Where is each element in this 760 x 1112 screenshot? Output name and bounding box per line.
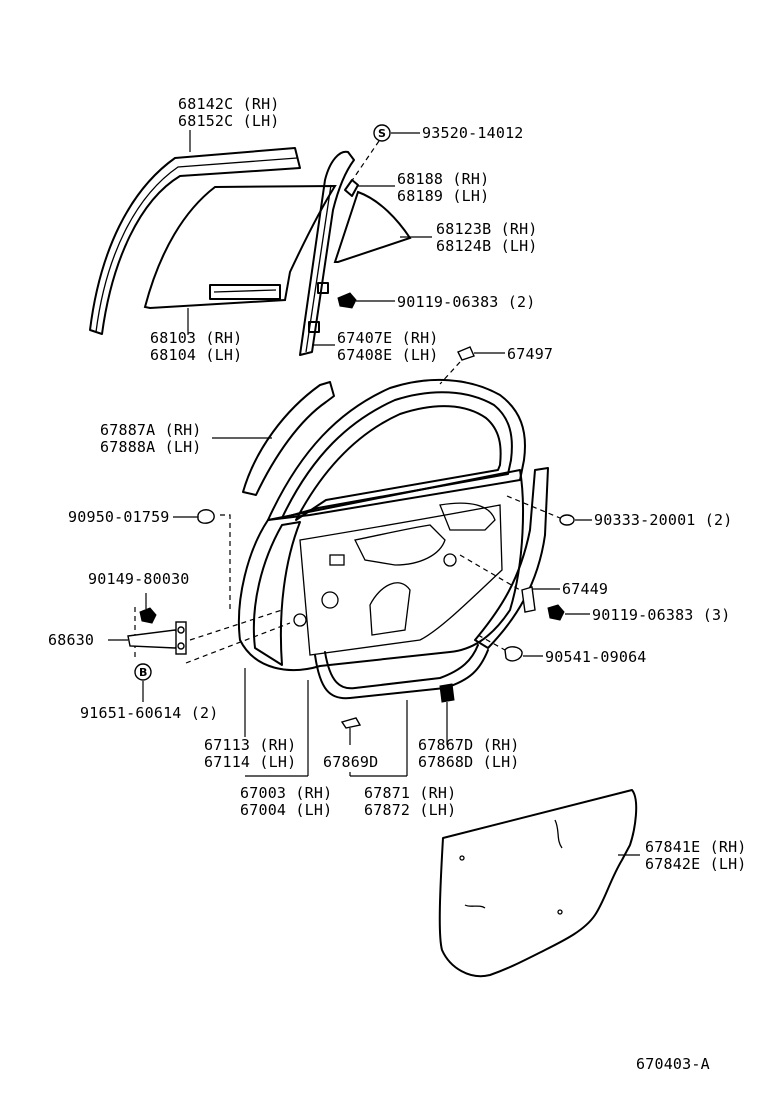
- label-door-assy-rh: 67003 (RH): [240, 784, 333, 802]
- label-channel-rh: 68188 (RH): [397, 170, 490, 188]
- label-weatherstrip-d-rh: 67867D (RH): [418, 736, 520, 754]
- diagram-reference-code: 670403-A: [636, 1055, 710, 1073]
- door-frame: [267, 379, 526, 521]
- plug-90333: [559, 514, 575, 526]
- door-inner-panel: [237, 469, 524, 672]
- weatherstrip-lower: [314, 649, 489, 700]
- svg-text:B: B: [139, 666, 147, 679]
- glass-run-channel: [89, 147, 301, 335]
- label-quarter-glass-rh: 68123B (RH): [436, 220, 538, 238]
- service-hole-cover: [438, 789, 638, 978]
- channel-68188: [344, 179, 359, 197]
- glass-channel-bracket: [209, 284, 281, 300]
- label-plug-90950: 90950-01759: [68, 508, 170, 526]
- label-weatherstrip-assy-lh: 67872 (LH): [364, 801, 457, 819]
- label-panel-lh: 67114 (LH): [204, 753, 297, 771]
- label-check-68630: 68630: [48, 631, 95, 649]
- label-door-glass-rh: 68103 (RH): [150, 329, 243, 347]
- label-weatherstrip-assy-rh: 67871 (RH): [364, 784, 457, 802]
- bolt-90119-b: [547, 604, 565, 621]
- svg-text:S: S: [378, 127, 386, 140]
- label-cover-rh: 67841E (RH): [645, 838, 747, 856]
- label-weatherstrip-a-rh: 67887A (RH): [100, 421, 202, 439]
- label-cover-lh: 67842E (LH): [645, 855, 747, 873]
- label-weatherstrip-a-lh: 67888A (LH): [100, 438, 202, 456]
- label-glass-channel-rh: 68142C (RH): [178, 95, 280, 113]
- label-cushion-90541: 90541-09064: [545, 648, 647, 666]
- bolt-90149: [139, 607, 157, 624]
- label-channel-lh: 68189 (LH): [397, 187, 490, 205]
- label-division-bar-rh: 67407E (RH): [337, 329, 439, 347]
- weatherstrip-67887: [242, 381, 335, 496]
- label-quarter-glass-lh: 68124B (LH): [436, 237, 538, 255]
- label-clip-67497: 67497: [507, 345, 554, 363]
- quarter-glass: [333, 190, 412, 263]
- label-bolt-91651: 91651-60614 (2): [80, 704, 219, 722]
- label-door-assy-lh: 67004 (LH): [240, 801, 333, 819]
- division-bar: [299, 150, 355, 356]
- s-symbol: [373, 124, 391, 142]
- label-clip-67869: 67869D: [323, 753, 379, 771]
- clip-67869: [340, 717, 362, 729]
- label-division-bar-lh: 67408E (LH): [337, 346, 439, 364]
- label-door-glass-lh: 68104 (LH): [150, 346, 243, 364]
- label-plug-90333: 90333-20001 (2): [594, 511, 733, 529]
- label-stud-bolt: 93520-14012: [422, 124, 524, 142]
- label-glass-channel-lh: 68152C (LH): [178, 112, 280, 130]
- plug-90950: [197, 509, 215, 524]
- bracket-67449: [521, 586, 536, 613]
- label-bolt-a: 90119-06383 (2): [397, 293, 536, 311]
- bolt-90119-a: [337, 292, 357, 309]
- label-bolt-90149: 90149-80030: [88, 570, 190, 588]
- label-bracket-67449: 67449: [562, 580, 609, 598]
- door-glass: [143, 184, 337, 310]
- label-panel-rh: 67113 (RH): [204, 736, 297, 754]
- cushion-90541: [504, 646, 523, 662]
- label-weatherstrip-d-lh: 67868D (LH): [418, 753, 520, 771]
- clip-lower: [439, 683, 455, 703]
- label-bolt-b: 90119-06383 (3): [592, 606, 731, 624]
- weatherstrip-67867: [474, 467, 549, 649]
- b-symbol: [134, 663, 152, 681]
- clip-67497: [457, 346, 475, 361]
